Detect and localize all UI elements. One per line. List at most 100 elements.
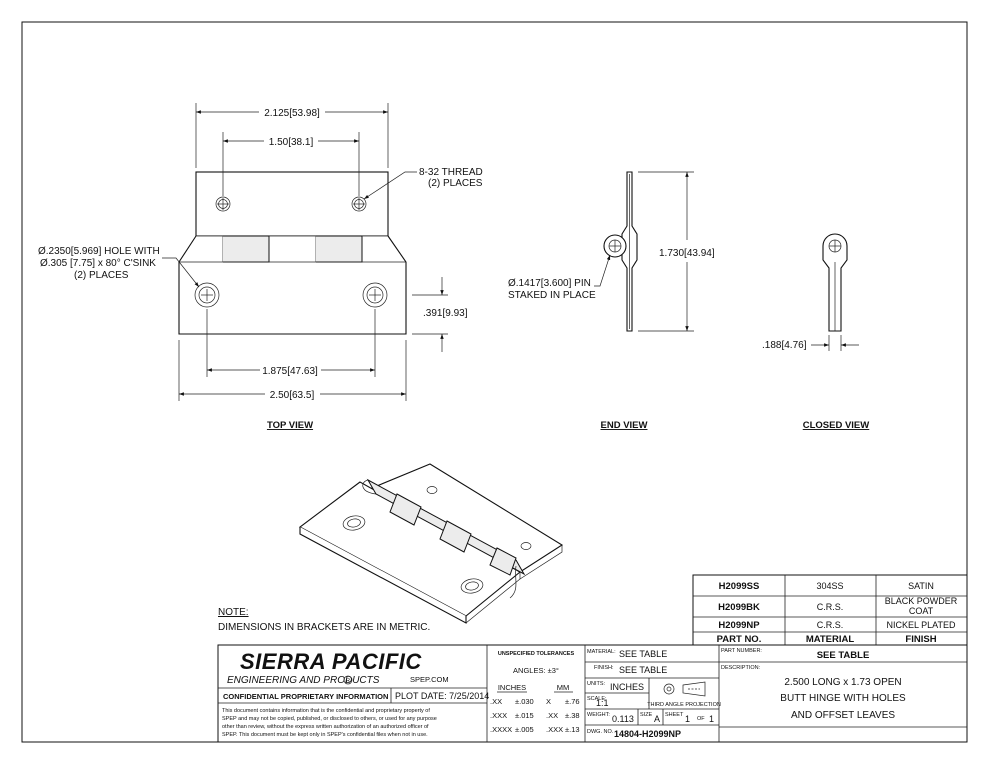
note-title: NOTE: (218, 607, 249, 618)
partnumber-label: PART NUMBER: (721, 648, 762, 654)
table-header-material: MATERIAL (806, 634, 855, 645)
projection-cone-icon (682, 681, 706, 697)
dwg-label: DWG. NO. (587, 729, 614, 735)
table-part: H2099BK (718, 602, 760, 613)
description-line: AND OFFSET LEAVES (791, 710, 895, 721)
tol-row: .XXX (490, 711, 507, 720)
size-label: SIZE (640, 712, 653, 718)
table-finish-line2: COAT (909, 606, 934, 616)
knuckle (316, 235, 363, 263)
tol-row: ±.030 (515, 697, 534, 706)
dim-height: 1.730[43.94] (659, 248, 715, 259)
hole-note: Ø.2350[5.969] HOLE WITH (38, 246, 160, 257)
title-block: SIERRA PACIFIC ENGINEERING AND PRODUCTS … (217, 644, 968, 743)
dim-closed-thickness: .188[4.76] (762, 340, 807, 351)
plot-date: PLOT DATE: 7/25/2014 (395, 691, 489, 701)
material-label: MATERIAL: (587, 649, 616, 655)
hole-note-places: (2) PLACES (74, 270, 129, 281)
description-label: DESCRIPTION: (721, 665, 761, 671)
confidential-text: SPEP and may not be copied, published, o… (222, 716, 437, 722)
description-line: BUTT HINGE WITH HOLES (780, 693, 906, 704)
projection-circle-icon (663, 683, 675, 695)
partnumber-value: SEE TABLE (817, 650, 870, 661)
table-finish: NICKEL PLATED (886, 620, 956, 630)
iso-thread-hole (426, 486, 438, 494)
finish-label: FINISH: (594, 665, 614, 671)
registered-mark-letter: R (346, 678, 350, 684)
iso-csink-hole (342, 515, 366, 531)
scale-value: 1:1 (596, 698, 609, 708)
sheet-label: SHEET (665, 712, 684, 718)
tolerances-title: UNSPECIFIED TOLERANCES (498, 651, 575, 657)
knuckle (223, 235, 270, 263)
tol-row: .XX (490, 697, 502, 706)
tol-row: ±.76 (565, 697, 580, 706)
top-view: 2.125[53.98] 1.50[38.1] 8-32 THREAD (2) … (38, 103, 483, 431)
tol-row: ±.38 (565, 711, 580, 720)
threaded-hole (351, 196, 367, 212)
threaded-hole (215, 196, 231, 212)
end-view-label: END VIEW (601, 420, 648, 431)
closed-view-label: CLOSED VIEW (803, 420, 870, 431)
company-name: SIERRA PACIFIC (240, 649, 422, 674)
iso-knuckle (389, 493, 422, 526)
tol-row: ±.015 (515, 711, 534, 720)
website: SPEP.COM (410, 675, 449, 684)
table-header-finish: FINISH (905, 634, 936, 645)
material-value: SEE TABLE (619, 649, 667, 659)
tolerances-angles: ANGLES: ±3° (513, 666, 559, 675)
dim-overall-width: 2.125[53.98] (264, 108, 320, 119)
isometric-view (298, 463, 564, 624)
tolerances-inches: INCHES (498, 683, 526, 692)
tol-row: .XXXX (490, 725, 512, 734)
note-body: DIMENSIONS IN BRACKETS ARE IN METRIC. (218, 622, 430, 633)
table-material: 304SS (816, 581, 843, 591)
units-label: UNITS: (587, 681, 606, 687)
dim-hole-spacing: 1.50[38.1] (269, 137, 314, 148)
sheet-value: 1 (685, 714, 690, 724)
confidential-text: This document contains information that … (222, 708, 430, 714)
sheet-of-label: OF (697, 716, 705, 722)
thread-note: 8-32 THREAD (419, 167, 483, 178)
part-table: H2099SS 304SS SATIN H2099BK C.R.S. BLACK… (692, 574, 968, 646)
table-finish: BLACK POWDER (885, 596, 958, 606)
size-value: A (654, 714, 660, 724)
table-part: H2099NP (718, 620, 760, 631)
table-header-part: PART NO. (717, 634, 762, 645)
tol-row: .XX (546, 711, 558, 720)
projection-label: THIRD ANGLE PROJECTION (647, 702, 721, 708)
tolerances-mm: MM (557, 683, 570, 692)
closed-view: .188[4.76] CLOSED VIEW (762, 233, 870, 431)
finish-value: SEE TABLE (619, 665, 667, 675)
table-finish: SATIN (908, 581, 934, 591)
registered-mark (343, 675, 353, 685)
dim-hole-offset: .391[9.93] (423, 308, 468, 319)
tol-row: ±.005 (515, 725, 534, 734)
thread-note-places: (2) PLACES (428, 178, 483, 189)
countersunk-hole (362, 282, 388, 308)
dim-bottom-overall-width: 2.50[63.5] (270, 390, 315, 401)
confidential-text: other than review, without the express w… (222, 724, 429, 730)
table-material: C.R.S. (817, 602, 844, 612)
top-view-label: TOP VIEW (267, 420, 313, 431)
iso-knuckle (439, 520, 472, 553)
tol-row: ±.13 (565, 725, 580, 734)
dim-bottom-hole-spacing: 1.875[47.63] (262, 366, 318, 377)
dwg-number: 14804-H2099NP (614, 729, 681, 739)
confidential-title: CONFIDENTIAL PROPRIETARY INFORMATION (223, 692, 388, 701)
iso-knuckle (489, 547, 517, 576)
iso-thread-hole (520, 542, 532, 550)
iso-csink-hole (460, 578, 484, 594)
hole-note-csink: Ø.305 [7.75] x 80° C'SINK (40, 258, 156, 269)
tol-row: .XXX (546, 725, 563, 734)
pin-note: Ø.1417[3.600] PIN (508, 278, 591, 289)
confidential-text: SPEP. This document must be kept only in… (222, 732, 428, 738)
company-subtitle: ENGINEERING AND PRODUCTS (227, 675, 380, 686)
end-view: 1.730[43.94] Ø.1417[3.600] PIN STAKED IN… (508, 171, 715, 431)
weight-value: 0.113 (612, 714, 634, 724)
countersunk-hole (194, 282, 220, 308)
scale-label: SCALE: (587, 696, 607, 702)
description-line: 2.500 LONG x 1.73 OPEN (784, 677, 901, 688)
tol-row: X (546, 697, 551, 706)
